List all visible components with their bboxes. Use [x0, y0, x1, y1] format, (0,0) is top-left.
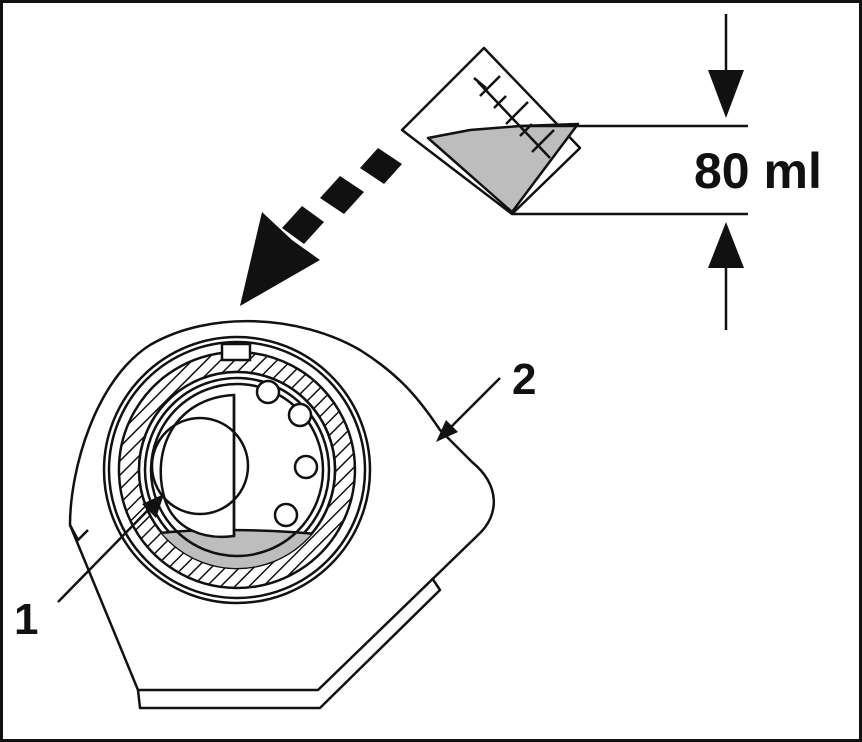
callout-1-label: 1 [14, 595, 38, 644]
callout-1-leader [57, 494, 164, 603]
volume-label: 80 ml [694, 143, 822, 199]
pour-arrow-icon [240, 148, 402, 306]
callout-2-leader [436, 377, 501, 442]
bearing [149, 379, 325, 558]
dimension-arrow-icon [512, 14, 748, 330]
callout-2-label: 2 [512, 355, 536, 404]
measuring-beaker-icon [400, 46, 582, 216]
